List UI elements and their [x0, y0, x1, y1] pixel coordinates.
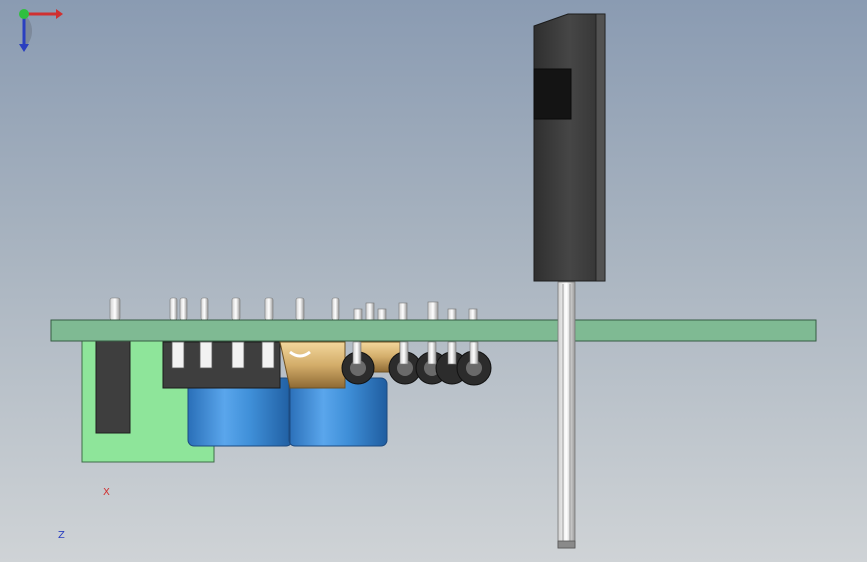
connector-pin-slot	[231, 341, 245, 369]
connector-pin-slot	[199, 341, 213, 369]
brass-wire	[289, 350, 311, 358]
component-lead-tip	[557, 540, 576, 549]
heatsink-body[interactable]	[533, 13, 606, 282]
heatsink-window	[533, 68, 572, 120]
z-axis-arrowhead	[19, 44, 29, 52]
y-axis-dot	[19, 9, 29, 19]
lead-pin	[399, 341, 409, 365]
z-axis-label: Z	[58, 530, 65, 541]
component-lead	[557, 281, 576, 549]
connector-pin-slot	[171, 341, 185, 369]
daughter-board-component	[95, 339, 131, 434]
header-pins-top	[109, 297, 478, 321]
triad-shadow	[24, 14, 33, 48]
x-axis-label: X	[103, 487, 110, 498]
lead-pin	[427, 341, 437, 365]
lead-pin	[352, 341, 362, 365]
axis-triad	[19, 9, 63, 52]
lead-pin	[469, 341, 479, 365]
lead-pin	[447, 341, 457, 365]
main-pcb[interactable]	[50, 319, 817, 342]
connector-pin-slot	[261, 341, 275, 369]
x-axis-arrowhead	[56, 9, 63, 19]
brass-standoff	[279, 341, 346, 389]
heatsink-edge	[595, 13, 606, 282]
